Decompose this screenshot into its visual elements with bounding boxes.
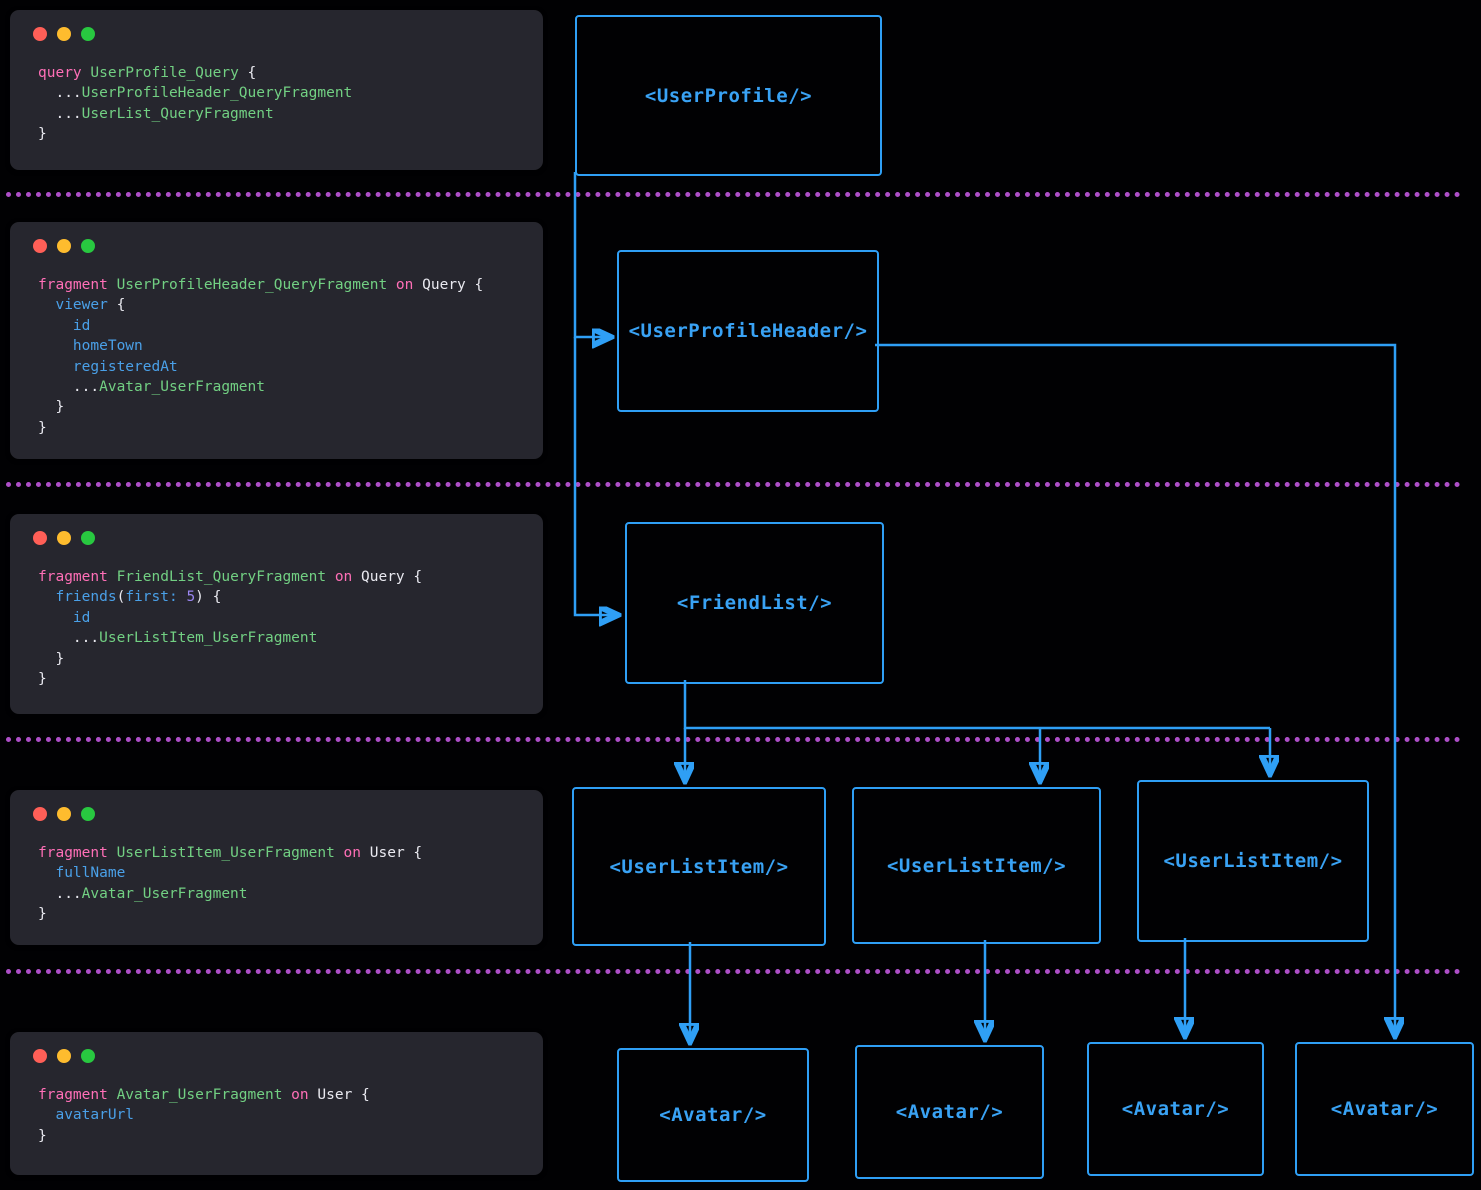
zoom-button-icon bbox=[81, 1049, 95, 1063]
code-block-avatar-fragment: fragment Avatar_UserFragment on User { a… bbox=[38, 1087, 370, 1144]
node-avatar-4: <Avatar/> bbox=[1295, 1042, 1474, 1176]
node-user-list-item-3: <UserListItem/> bbox=[1137, 780, 1369, 942]
window-traffic-lights bbox=[10, 222, 543, 253]
node-label: <FriendList/> bbox=[676, 592, 833, 614]
window-traffic-lights bbox=[10, 514, 543, 545]
minimize-button-icon bbox=[57, 239, 71, 253]
close-button-icon bbox=[33, 531, 47, 545]
minimize-button-icon bbox=[57, 1049, 71, 1063]
node-label: <UserProfileHeader/> bbox=[628, 320, 868, 342]
code-card-query-user-profile: query UserProfile_Query { ...UserProfile… bbox=[10, 10, 543, 170]
dashed-separator-3 bbox=[6, 737, 1461, 742]
code-card-fragment-friend-list: fragment FriendList_QueryFragment on Que… bbox=[10, 514, 543, 714]
close-button-icon bbox=[33, 1049, 47, 1063]
dashed-separator-2 bbox=[6, 482, 1461, 487]
node-user-profile: <UserProfile/> bbox=[575, 15, 882, 176]
code-block-user-list-item-fragment: fragment UserListItem_UserFragment on Us… bbox=[38, 845, 423, 923]
node-user-list-item-1: <UserListItem/> bbox=[572, 787, 826, 946]
minimize-button-icon bbox=[57, 807, 71, 821]
node-user-profile-header: <UserProfileHeader/> bbox=[617, 250, 879, 412]
minimize-button-icon bbox=[57, 27, 71, 41]
code-block-query: query UserProfile_Query { ...UserProfile… bbox=[38, 65, 353, 143]
code-card-fragment-avatar: fragment Avatar_UserFragment on User { a… bbox=[10, 1032, 543, 1175]
node-label: <Avatar/> bbox=[659, 1104, 767, 1126]
zoom-button-icon bbox=[81, 27, 95, 41]
node-label: <Avatar/> bbox=[1330, 1098, 1439, 1120]
minimize-button-icon bbox=[57, 531, 71, 545]
code-card-fragment-user-profile-header: fragment UserProfileHeader_QueryFragment… bbox=[10, 222, 543, 459]
node-label: <UserListItem/> bbox=[1163, 850, 1343, 872]
node-label: <Avatar/> bbox=[1121, 1098, 1230, 1120]
zoom-button-icon bbox=[81, 531, 95, 545]
node-friend-list: <FriendList/> bbox=[625, 522, 884, 684]
zoom-button-icon bbox=[81, 807, 95, 821]
node-label: <Avatar/> bbox=[895, 1101, 1004, 1123]
close-button-icon bbox=[33, 807, 47, 821]
code-block-friend-list-fragment: fragment FriendList_QueryFragment on Que… bbox=[38, 569, 423, 688]
node-avatar-2: <Avatar/> bbox=[855, 1045, 1044, 1179]
node-avatar-3: <Avatar/> bbox=[1087, 1042, 1264, 1176]
node-avatar-1: <Avatar/> bbox=[617, 1048, 809, 1182]
window-traffic-lights bbox=[10, 790, 543, 821]
code-card-fragment-user-list-item: fragment UserListItem_UserFragment on Us… bbox=[10, 790, 543, 945]
edge-userprofile-to-friendlist bbox=[573, 337, 615, 615]
node-label: <UserProfile/> bbox=[644, 84, 813, 107]
node-label: <UserListItem/> bbox=[609, 855, 789, 878]
code-block-user-profile-header-fragment: fragment UserProfileHeader_QueryFragment… bbox=[38, 277, 484, 436]
node-user-list-item-2: <UserListItem/> bbox=[852, 787, 1101, 944]
node-label: <UserListItem/> bbox=[886, 854, 1067, 877]
close-button-icon bbox=[33, 239, 47, 253]
dashed-separator-1 bbox=[6, 192, 1461, 197]
window-traffic-lights bbox=[10, 1032, 543, 1063]
window-traffic-lights bbox=[10, 10, 543, 41]
close-button-icon bbox=[33, 27, 47, 41]
dashed-separator-4 bbox=[6, 969, 1461, 974]
zoom-button-icon bbox=[81, 239, 95, 253]
edge-friendlist-trunk bbox=[683, 680, 1270, 730]
